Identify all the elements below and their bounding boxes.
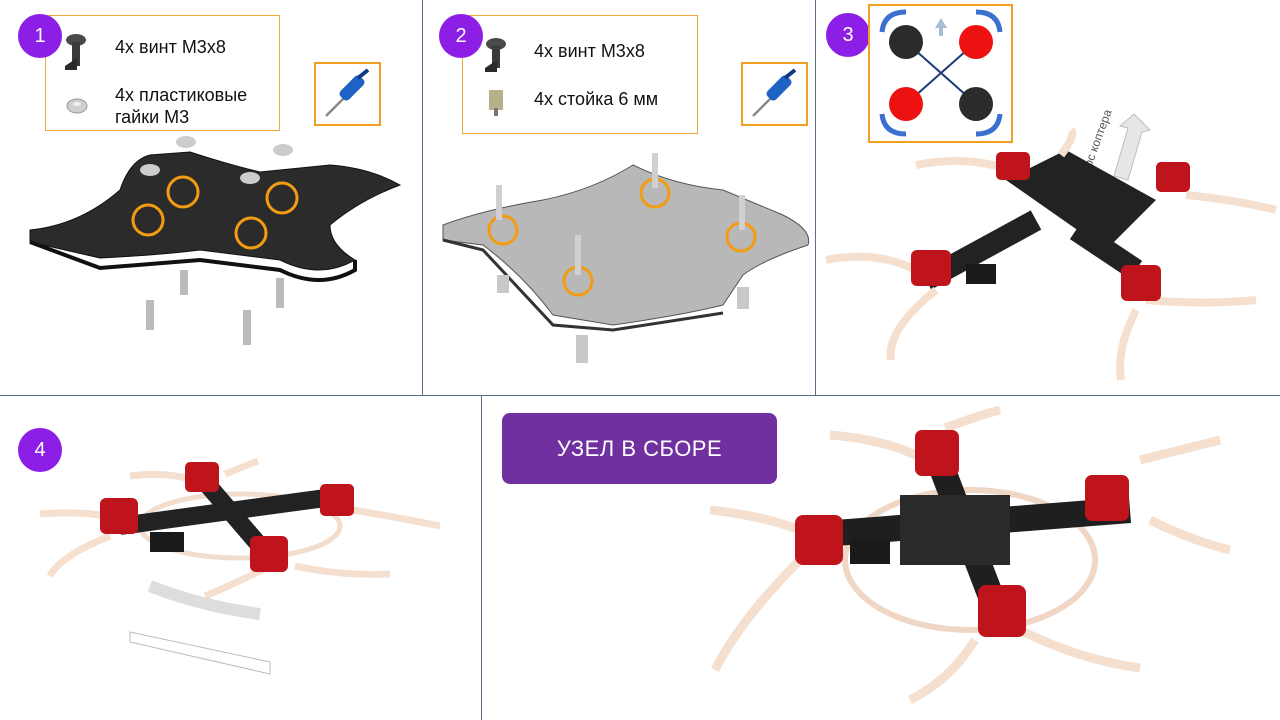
- frame-plate-illustration: [442, 153, 810, 363]
- divider-horizontal: [0, 395, 1280, 396]
- divider-vertical-3: [481, 395, 482, 720]
- screwdriver-icon: [325, 68, 370, 117]
- step-4-badge: 4: [18, 428, 62, 472]
- step-3-badge: 3: [826, 13, 870, 57]
- rotation-diagram: [868, 4, 1013, 143]
- screwdriver-icon: [752, 68, 797, 117]
- rotation-diagram-graphic: [879, 9, 1003, 137]
- step-1-panel: 1 4x винт М3х8 4x пластиковые гайки М3: [0, 0, 422, 395]
- step-2-parts-box: [462, 15, 698, 134]
- step-1-badge: 1: [18, 14, 62, 58]
- assembled-quadcopter-illustration: [709, 405, 1232, 705]
- step-2-badge: 2: [439, 14, 483, 58]
- step-2-part-2: 4x стойка 6 мм: [534, 89, 659, 109]
- nut-icon: [66, 98, 88, 114]
- frame-plate-illustration: [29, 136, 402, 345]
- step-3-panel: 3 Нос коптера: [816, 0, 1280, 395]
- screw-icon: [485, 38, 506, 72]
- standoff-icon: [489, 90, 503, 116]
- step-1-part-1: 4x винт М3х8: [115, 37, 226, 57]
- step-1-part-2: 4x пластиковые гайки М3: [115, 85, 248, 127]
- screw-icon: [65, 34, 86, 70]
- divider-vertical-1: [422, 0, 423, 395]
- assembled-unit-button[interactable]: УЗЕЛ В СБОРЕ: [502, 413, 777, 484]
- divider-vertical-2: [815, 0, 816, 395]
- step-2-part-1: 4x винт М3х8: [534, 41, 645, 61]
- step-4-panel: 4: [0, 396, 481, 720]
- step-1-parts-box: [45, 15, 280, 131]
- step-2-panel: 2 4x винт М3х8 4x стойка 6 мм: [423, 0, 815, 395]
- quadcopter-guard-illustration: [39, 457, 441, 675]
- arrow-forward-icon: [1113, 113, 1151, 181]
- quadcopter-arms-illustration: [825, 127, 1277, 381]
- step-2-tool-box: [741, 62, 808, 126]
- step-1-tool-box: [314, 62, 381, 126]
